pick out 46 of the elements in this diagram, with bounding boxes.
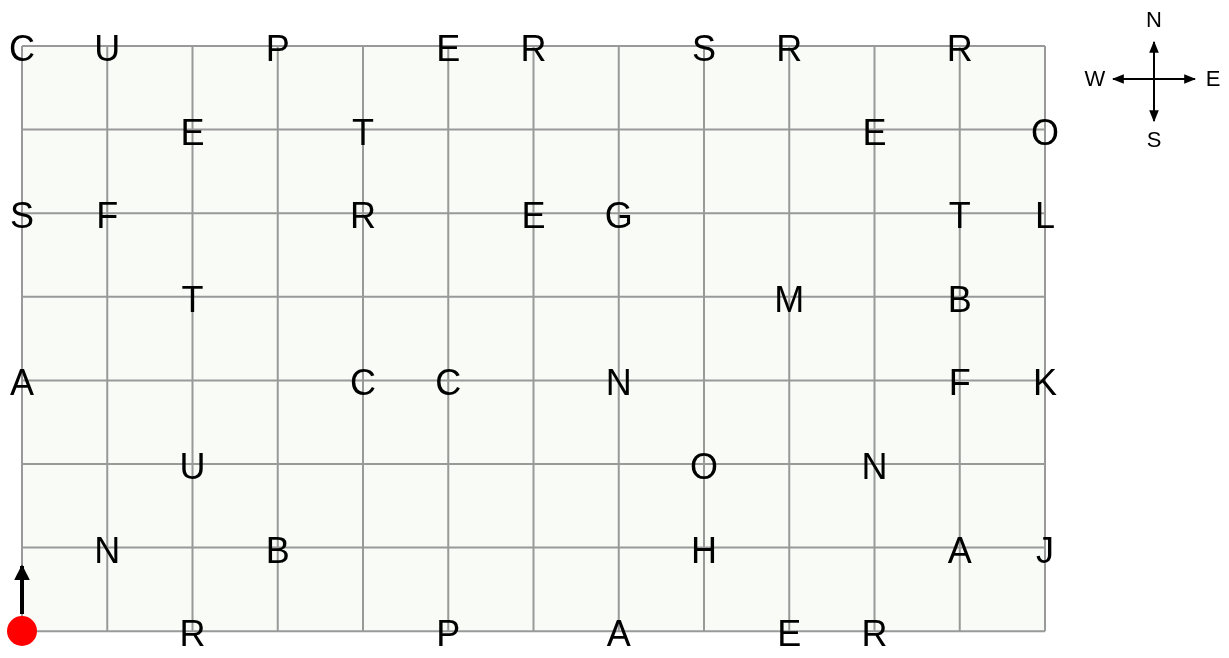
- grid-letter: A: [606, 616, 631, 653]
- grid-letter: F: [96, 198, 119, 235]
- grid-letter: L: [1035, 198, 1055, 235]
- grid-letter: R: [179, 616, 206, 653]
- grid-letter: E: [521, 198, 546, 235]
- grid-letter: P: [436, 616, 461, 653]
- grid-letter: B: [265, 532, 290, 569]
- grid-letter: E: [180, 114, 205, 151]
- grid-letter: C: [350, 365, 376, 402]
- grid-letter: R: [520, 31, 547, 67]
- start-dot: [7, 616, 37, 646]
- grid-letter: P: [265, 31, 290, 67]
- grid-letter: R: [946, 31, 973, 67]
- grid-letter: N: [605, 365, 632, 402]
- grid-letter: E: [777, 616, 802, 653]
- grid-letter: E: [436, 31, 461, 67]
- grid-letter: A: [10, 365, 34, 402]
- grid-letter: A: [947, 532, 972, 569]
- grid-letter: S: [692, 31, 716, 67]
- grid-letter: T: [352, 114, 374, 151]
- grid-letter: S: [10, 198, 34, 235]
- grid-letter: B: [947, 281, 972, 318]
- grid-letter: M: [774, 281, 805, 318]
- grid-letter: F: [948, 365, 971, 402]
- grid-letter: T: [948, 198, 971, 235]
- compass-letter: E: [1205, 68, 1221, 90]
- grid-letter: C: [435, 365, 462, 402]
- grid-letter: U: [179, 449, 206, 485]
- compass-letter: W: [1084, 68, 1106, 90]
- grid-letter: N: [94, 532, 121, 569]
- grid-letter: H: [691, 532, 717, 569]
- grid-letter: K: [1033, 365, 1057, 402]
- compass-letter: N: [1146, 9, 1162, 31]
- grid-letter: O: [1031, 114, 1059, 151]
- grid-letter: C: [9, 31, 35, 67]
- grid-letter: N: [861, 449, 888, 485]
- grid-letter: R: [350, 198, 376, 235]
- grid-letter: R: [861, 616, 888, 653]
- grid-letter: J: [1036, 532, 1054, 569]
- grid-letter: G: [604, 198, 633, 235]
- grid-letter: T: [181, 281, 204, 318]
- grid-letter: R: [776, 31, 803, 67]
- grid-letter: E: [862, 114, 887, 151]
- grid-letter: U: [94, 31, 121, 67]
- grid-letter: O: [690, 449, 718, 485]
- compass-letter: S: [1146, 129, 1162, 151]
